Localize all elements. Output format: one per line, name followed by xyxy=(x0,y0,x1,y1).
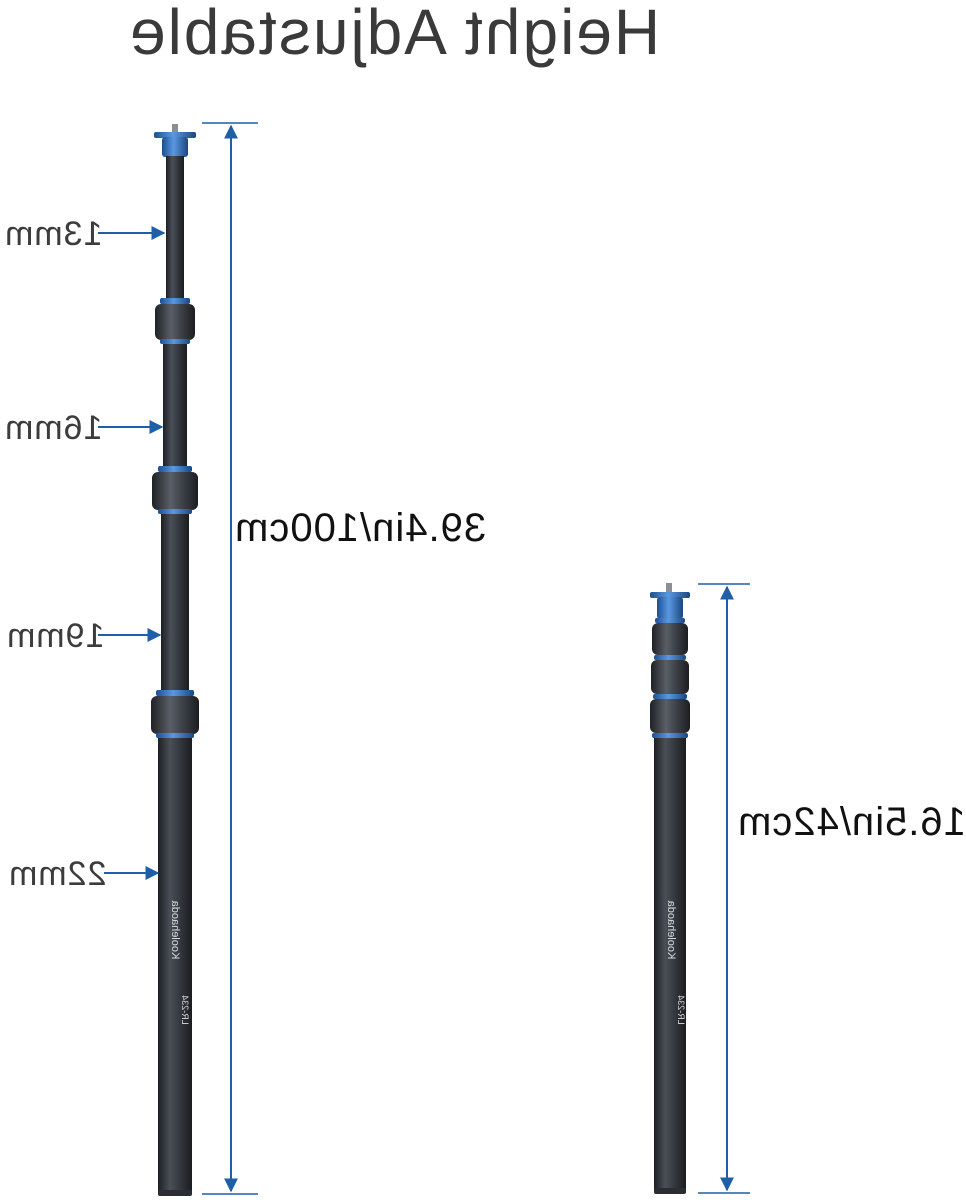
lock-ring xyxy=(156,733,194,738)
mount-collar xyxy=(657,597,683,619)
pole-section-19mm xyxy=(161,514,189,694)
svg-text:Koolehaoda: Koolehaoda xyxy=(169,900,181,960)
lock-ring xyxy=(160,339,190,344)
svg-text:Koolehaoda: Koolehaoda xyxy=(665,900,677,960)
svg-text:LR-234: LR-234 xyxy=(180,995,190,1025)
collapsed-pole-model: LR-234 xyxy=(676,995,686,1025)
twist-lock-knob xyxy=(152,472,198,510)
mount-screw xyxy=(666,583,672,593)
collapsed-height-dimension xyxy=(698,583,750,1194)
pole-foot xyxy=(158,1190,192,1196)
lock-ring xyxy=(653,694,687,699)
pole-section-22mm xyxy=(158,738,192,1194)
twist-lock-knob xyxy=(155,304,195,340)
mount-plate xyxy=(650,592,690,598)
lock-ring xyxy=(652,733,688,738)
extended-pole-model: LR-234 xyxy=(180,995,190,1025)
lock-ring xyxy=(158,466,192,472)
collapsed-pole: Koolehaoda LR-234 xyxy=(650,583,690,1194)
twist-lock-knob xyxy=(151,696,199,734)
lock-ring xyxy=(655,618,685,623)
extended-pole-brand: Koolehaoda xyxy=(169,900,181,960)
lock-ring xyxy=(160,298,190,304)
lock-ring xyxy=(156,690,194,696)
pole-section-13mm xyxy=(166,156,184,304)
mount-screw xyxy=(172,124,178,134)
twist-lock-knob xyxy=(651,660,689,694)
diameter-arrows xyxy=(98,226,166,880)
mount-plate xyxy=(154,132,196,138)
pole-section-16mm xyxy=(163,344,187,470)
twist-lock-knob xyxy=(652,623,688,655)
extended-height-dimension xyxy=(202,122,258,1195)
lock-ring xyxy=(654,655,686,660)
lock-ring xyxy=(158,509,192,514)
extended-pole: Koolehaoda LR-234 xyxy=(151,124,199,1196)
pole-section-22mm xyxy=(654,738,686,1192)
mount-collar xyxy=(162,137,188,157)
collapsed-pole-brand: Koolehaoda xyxy=(665,900,677,960)
twist-lock-knob xyxy=(650,699,690,733)
pole-foot xyxy=(654,1188,686,1194)
svg-text:LR-234: LR-234 xyxy=(676,995,686,1025)
